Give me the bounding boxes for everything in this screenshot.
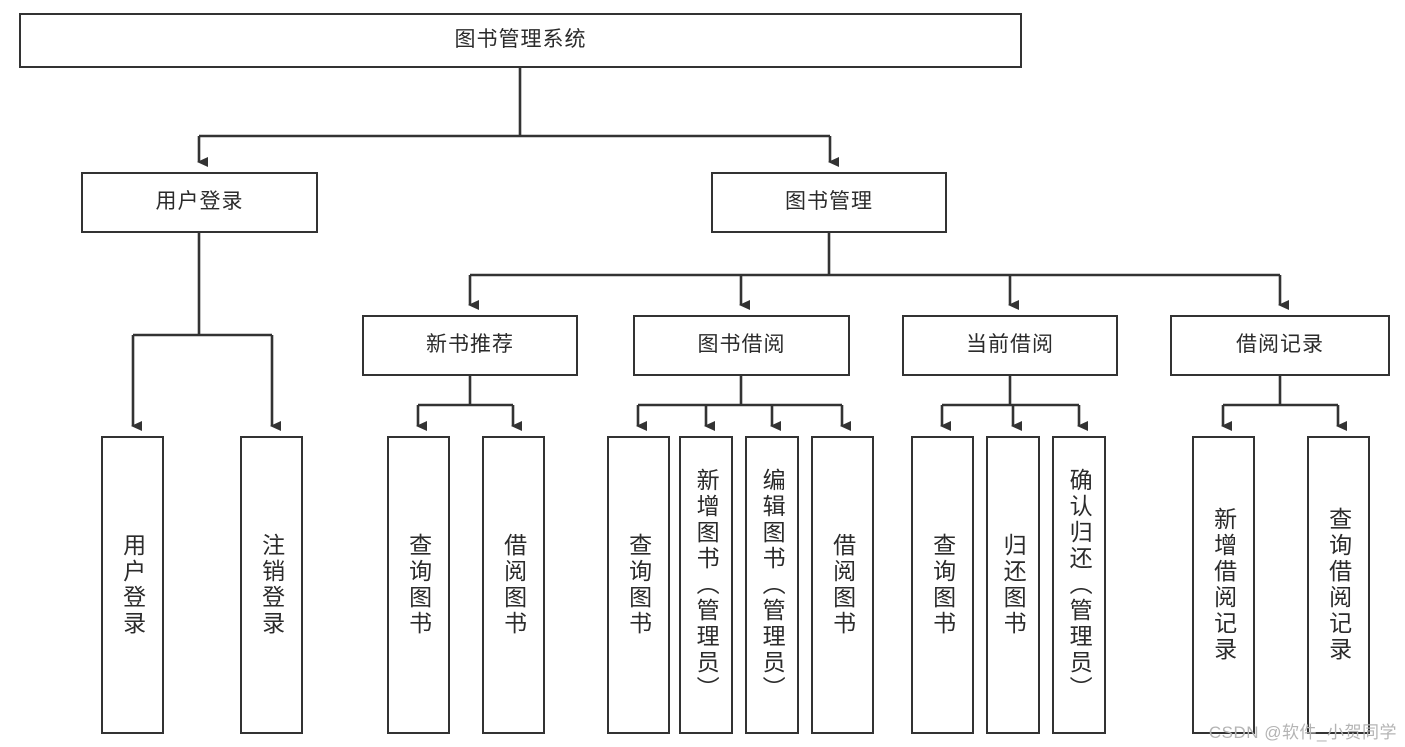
node-new-book-rec[interactable]: 新书推荐 — [362, 315, 578, 376]
node-leaf-query-record-label: 查询借阅记录 — [1325, 507, 1352, 663]
node-leaf-edit-book[interactable]: 编辑图书（管理员） — [745, 436, 799, 734]
node-borrow-record-label: 借阅记录 — [1236, 333, 1324, 357]
node-leaf-query-book-1[interactable]: 查询图书 — [387, 436, 450, 734]
node-leaf-user-login[interactable]: 用户登录 — [101, 436, 164, 734]
node-leaf-return-book-label: 归还图书 — [1000, 533, 1027, 637]
node-book-manage-label: 图书管理 — [785, 190, 873, 214]
node-leaf-query-record[interactable]: 查询借阅记录 — [1307, 436, 1370, 734]
node-leaf-add-record-label: 新增借阅记录 — [1210, 507, 1237, 663]
node-leaf-edit-book-label: 编辑图书（管理员） — [759, 468, 786, 702]
node-leaf-add-book-label: 新增图书（管理员） — [693, 468, 720, 702]
csdn-watermark: CSDN @软件_小贺同学 — [1208, 723, 1397, 742]
node-leaf-query-book-3-label: 查询图书 — [929, 533, 956, 637]
node-leaf-user-logout-label: 注销登录 — [258, 533, 285, 637]
node-user-login-label: 用户登录 — [155, 190, 244, 214]
node-leaf-query-book-1-label: 查询图书 — [405, 533, 432, 637]
node-leaf-query-book-2-label: 查询图书 — [625, 533, 652, 637]
node-user-login[interactable]: 用户登录 — [81, 172, 318, 233]
node-new-book-rec-label: 新书推荐 — [426, 333, 514, 357]
node-book-borrow-label: 图书借阅 — [697, 333, 786, 357]
node-current-borrow-label: 当前借阅 — [966, 333, 1054, 357]
node-leaf-query-book-2[interactable]: 查询图书 — [607, 436, 670, 734]
node-leaf-borrow-book-2[interactable]: 借阅图书 — [811, 436, 874, 734]
node-leaf-add-book[interactable]: 新增图书（管理员） — [679, 436, 733, 734]
node-root[interactable]: 图书管理系统 — [19, 13, 1022, 68]
node-leaf-user-logout[interactable]: 注销登录 — [240, 436, 303, 734]
node-leaf-return-book[interactable]: 归还图书 — [986, 436, 1040, 734]
node-leaf-borrow-book-1-label: 借阅图书 — [500, 533, 527, 637]
node-root-label: 图书管理系统 — [454, 28, 587, 52]
node-book-manage[interactable]: 图书管理 — [711, 172, 947, 233]
node-borrow-record[interactable]: 借阅记录 — [1170, 315, 1390, 376]
node-leaf-user-login-label: 用户登录 — [119, 533, 146, 637]
node-leaf-borrow-book-2-label: 借阅图书 — [829, 533, 856, 637]
node-leaf-confirm-return[interactable]: 确认归还（管理员） — [1052, 436, 1106, 734]
node-leaf-add-record[interactable]: 新增借阅记录 — [1192, 436, 1255, 734]
node-current-borrow[interactable]: 当前借阅 — [902, 315, 1118, 376]
node-leaf-borrow-book-1[interactable]: 借阅图书 — [482, 436, 545, 734]
node-book-borrow[interactable]: 图书借阅 — [633, 315, 850, 376]
node-leaf-query-book-3[interactable]: 查询图书 — [911, 436, 974, 734]
node-leaf-confirm-return-label: 确认归还（管理员） — [1066, 468, 1093, 702]
